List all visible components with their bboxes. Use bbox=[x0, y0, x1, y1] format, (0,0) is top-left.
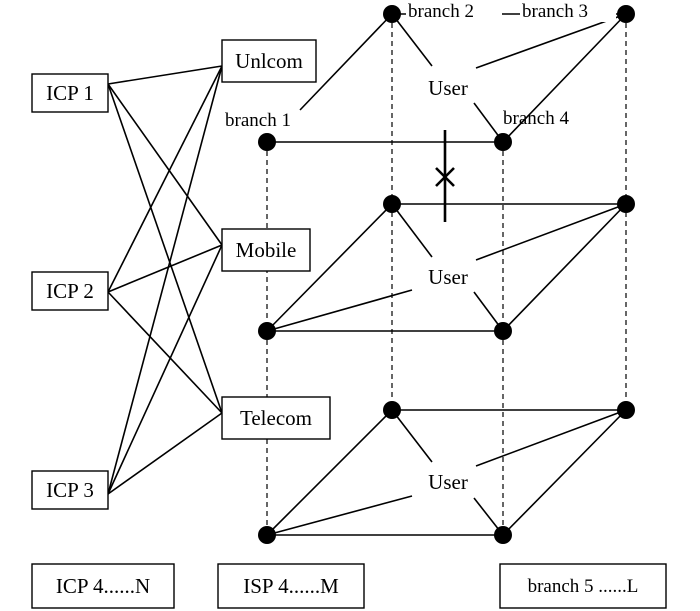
isp-more-label: ISP 4......M bbox=[243, 574, 339, 598]
node-l3-branch3 bbox=[617, 401, 635, 419]
user-label-unlcom: User bbox=[428, 76, 468, 100]
layer-telecom bbox=[266, 409, 627, 536]
node-l3-branch4 bbox=[494, 526, 512, 544]
bottom-boxes: ICP 4......N ISP 4......M branch 5 .....… bbox=[31, 563, 667, 609]
node-l1-branch3 bbox=[617, 5, 635, 23]
user-label-telecom: User bbox=[428, 470, 468, 494]
node-l2-branch1 bbox=[258, 322, 276, 340]
icp-3-label: ICP 3 bbox=[46, 478, 94, 502]
link-failure-mark bbox=[435, 130, 455, 222]
layer-mobile bbox=[266, 203, 627, 332]
node-l2-branch4 bbox=[494, 322, 512, 340]
icp-boxes: ICP 1 ICP 2 ICP 3 bbox=[31, 73, 109, 510]
branch-3-label: branch 3 bbox=[522, 1, 588, 22]
user-labels: User User User bbox=[428, 76, 468, 494]
icp-1-label: ICP 1 bbox=[46, 81, 94, 105]
branch-labels: branch 2 branch 3 branch 1 branch 4 bbox=[225, 0, 616, 131]
icp-isp-links bbox=[107, 65, 223, 495]
node-l1-branch2 bbox=[383, 5, 401, 23]
isp-boxes: Unlcom Mobile Telecom bbox=[221, 39, 331, 440]
branch-more-label: branch 5 ......L bbox=[528, 576, 639, 597]
node-l2-branch3 bbox=[617, 195, 635, 213]
isp-telecom-label: Telecom bbox=[240, 406, 312, 430]
isp-unlcom-label: Unlcom bbox=[235, 49, 303, 73]
branch-1-label: branch 1 bbox=[225, 110, 291, 131]
branch-4-label: branch 4 bbox=[503, 108, 569, 129]
node-l2-branch2 bbox=[383, 195, 401, 213]
isp-mobile-label: Mobile bbox=[236, 238, 297, 262]
node-l1-branch1 bbox=[258, 133, 276, 151]
node-l1-branch4 bbox=[494, 133, 512, 151]
user-label-mobile: User bbox=[428, 265, 468, 289]
icp-2-label: ICP 2 bbox=[46, 279, 94, 303]
icp-more-label: ICP 4......N bbox=[56, 574, 150, 598]
branch-2-label: branch 2 bbox=[408, 1, 474, 22]
node-l3-branch1 bbox=[258, 526, 276, 544]
branch-nodes bbox=[258, 5, 635, 544]
node-l3-branch2 bbox=[383, 401, 401, 419]
